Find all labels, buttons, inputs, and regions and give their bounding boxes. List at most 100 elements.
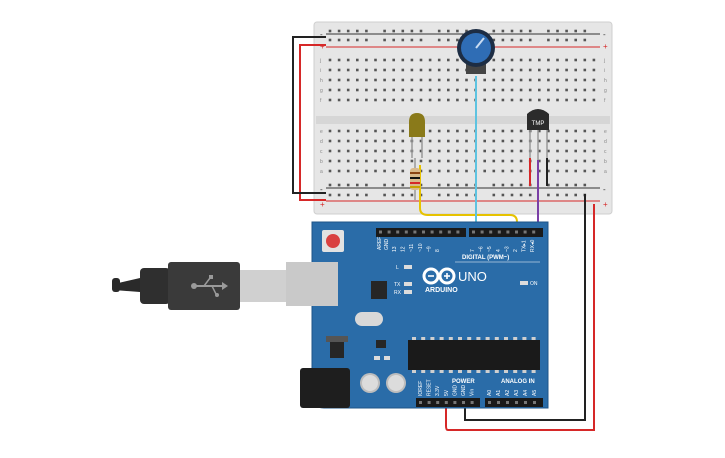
breadboard-hole <box>383 58 386 62</box>
led[interactable] <box>409 113 425 158</box>
breadboard-hole <box>356 78 359 82</box>
breadboard-hole <box>356 98 359 102</box>
breadboard-hole <box>346 169 350 173</box>
rail-hole <box>328 38 332 42</box>
chip-pin <box>504 337 508 340</box>
potentiometer[interactable] <box>457 29 495 74</box>
header-pin[interactable] <box>497 401 500 404</box>
breadboard-hole <box>356 169 359 173</box>
wire-red-5v[interactable] <box>445 204 595 431</box>
breadboard-hole <box>492 139 496 143</box>
row-label: g <box>604 88 607 94</box>
breadboard-hole <box>365 149 368 153</box>
power-pin-label: 5V <box>444 389 450 396</box>
header-pin[interactable] <box>404 230 408 234</box>
breadboard-hole <box>501 139 505 143</box>
header-pin[interactable] <box>470 401 474 404</box>
header-pin[interactable] <box>387 230 391 234</box>
wire-black-gnd[interactable] <box>464 194 586 421</box>
breadboard-hole <box>501 58 505 62</box>
breadboard-hole <box>447 149 450 153</box>
header-pin[interactable] <box>462 401 465 404</box>
breadboard-hole <box>574 98 577 102</box>
header-pin[interactable] <box>480 230 484 234</box>
header-pin[interactable] <box>488 401 491 404</box>
rail-label-plus-top-right: + <box>603 42 608 51</box>
breadboard-hole <box>592 78 596 82</box>
breadboard-hole <box>392 68 395 72</box>
rail-label-minus-top-right: - <box>603 30 606 39</box>
arduino-dc-jack[interactable] <box>300 368 350 408</box>
header-pin[interactable] <box>515 401 518 404</box>
breadboard-hole <box>392 98 395 102</box>
arduino-usb-port[interactable] <box>286 262 338 306</box>
breadboard-hole <box>556 149 559 153</box>
header-pin[interactable] <box>422 230 425 234</box>
chip-pin <box>494 370 499 373</box>
breadboard-hole <box>574 78 577 82</box>
header-pin[interactable] <box>515 230 518 234</box>
reset-button[interactable] <box>326 234 340 248</box>
breadboard-hole <box>483 169 486 173</box>
capacitor-2-top <box>388 375 404 391</box>
breadboard-hole <box>556 169 559 173</box>
breadboard-hole <box>483 88 486 92</box>
header-pin[interactable] <box>533 401 536 404</box>
breadboard-hole <box>538 78 541 82</box>
breadboard-hole <box>528 68 532 72</box>
rail-hole <box>492 193 496 197</box>
breadboard-hole <box>447 139 450 143</box>
breadboard-hole <box>501 68 505 72</box>
header-pin[interactable] <box>396 230 400 234</box>
rail-hole <box>492 29 496 33</box>
breadboard-hole <box>419 139 423 143</box>
header-pin[interactable] <box>532 230 536 234</box>
wire-black-left-rails[interactable] <box>292 36 326 194</box>
rail-hole <box>447 193 450 197</box>
breadboard-hole <box>519 149 523 153</box>
header-pin[interactable] <box>436 401 440 404</box>
header-pin[interactable] <box>430 230 434 234</box>
header-pin[interactable] <box>489 230 493 234</box>
header-pin[interactable] <box>439 230 443 234</box>
header-pin[interactable] <box>497 230 501 234</box>
digital-pin-label: 2 <box>513 249 519 252</box>
analog-pin-label: A1 <box>496 390 502 396</box>
header-pin[interactable] <box>444 401 448 404</box>
header-pin[interactable] <box>453 401 457 404</box>
usb-cable-tail <box>112 278 120 292</box>
temperature-sensor[interactable]: TMP <box>527 109 549 160</box>
header-pin[interactable] <box>419 401 422 404</box>
header-pin[interactable] <box>506 230 510 234</box>
header-pin[interactable] <box>427 401 431 404</box>
row-label: c <box>320 149 323 155</box>
chip-pin <box>494 337 499 340</box>
header-pin[interactable] <box>413 230 417 234</box>
rail-hole <box>510 193 514 197</box>
header-pin[interactable] <box>524 401 527 404</box>
header-pin[interactable] <box>456 230 460 234</box>
breadboard-hole <box>547 129 550 133</box>
header-pin[interactable] <box>379 230 382 234</box>
usb-cable[interactable] <box>112 262 290 310</box>
header-pin[interactable] <box>472 230 475 234</box>
breadboard-hole <box>547 68 550 72</box>
breadboard-hole <box>337 159 341 163</box>
wire-yellow-led-to-pin[interactable] <box>419 165 518 233</box>
rail-label-plus-bottom-left: + <box>320 200 325 209</box>
header-pin[interactable] <box>447 230 451 234</box>
rail-hole <box>328 29 332 33</box>
breadboard-hole <box>565 98 568 102</box>
wire-red-left-rails[interactable] <box>299 44 326 201</box>
breadboard-hole <box>419 88 423 92</box>
rail-hole <box>565 29 568 33</box>
rail-hole <box>346 183 350 187</box>
resistor[interactable] <box>410 158 420 200</box>
breadboard-hole <box>437 88 441 92</box>
header-pin[interactable] <box>523 230 527 234</box>
header-pin[interactable] <box>506 401 509 404</box>
breadboard-hole <box>447 88 450 92</box>
breadboard-hole <box>392 58 395 62</box>
